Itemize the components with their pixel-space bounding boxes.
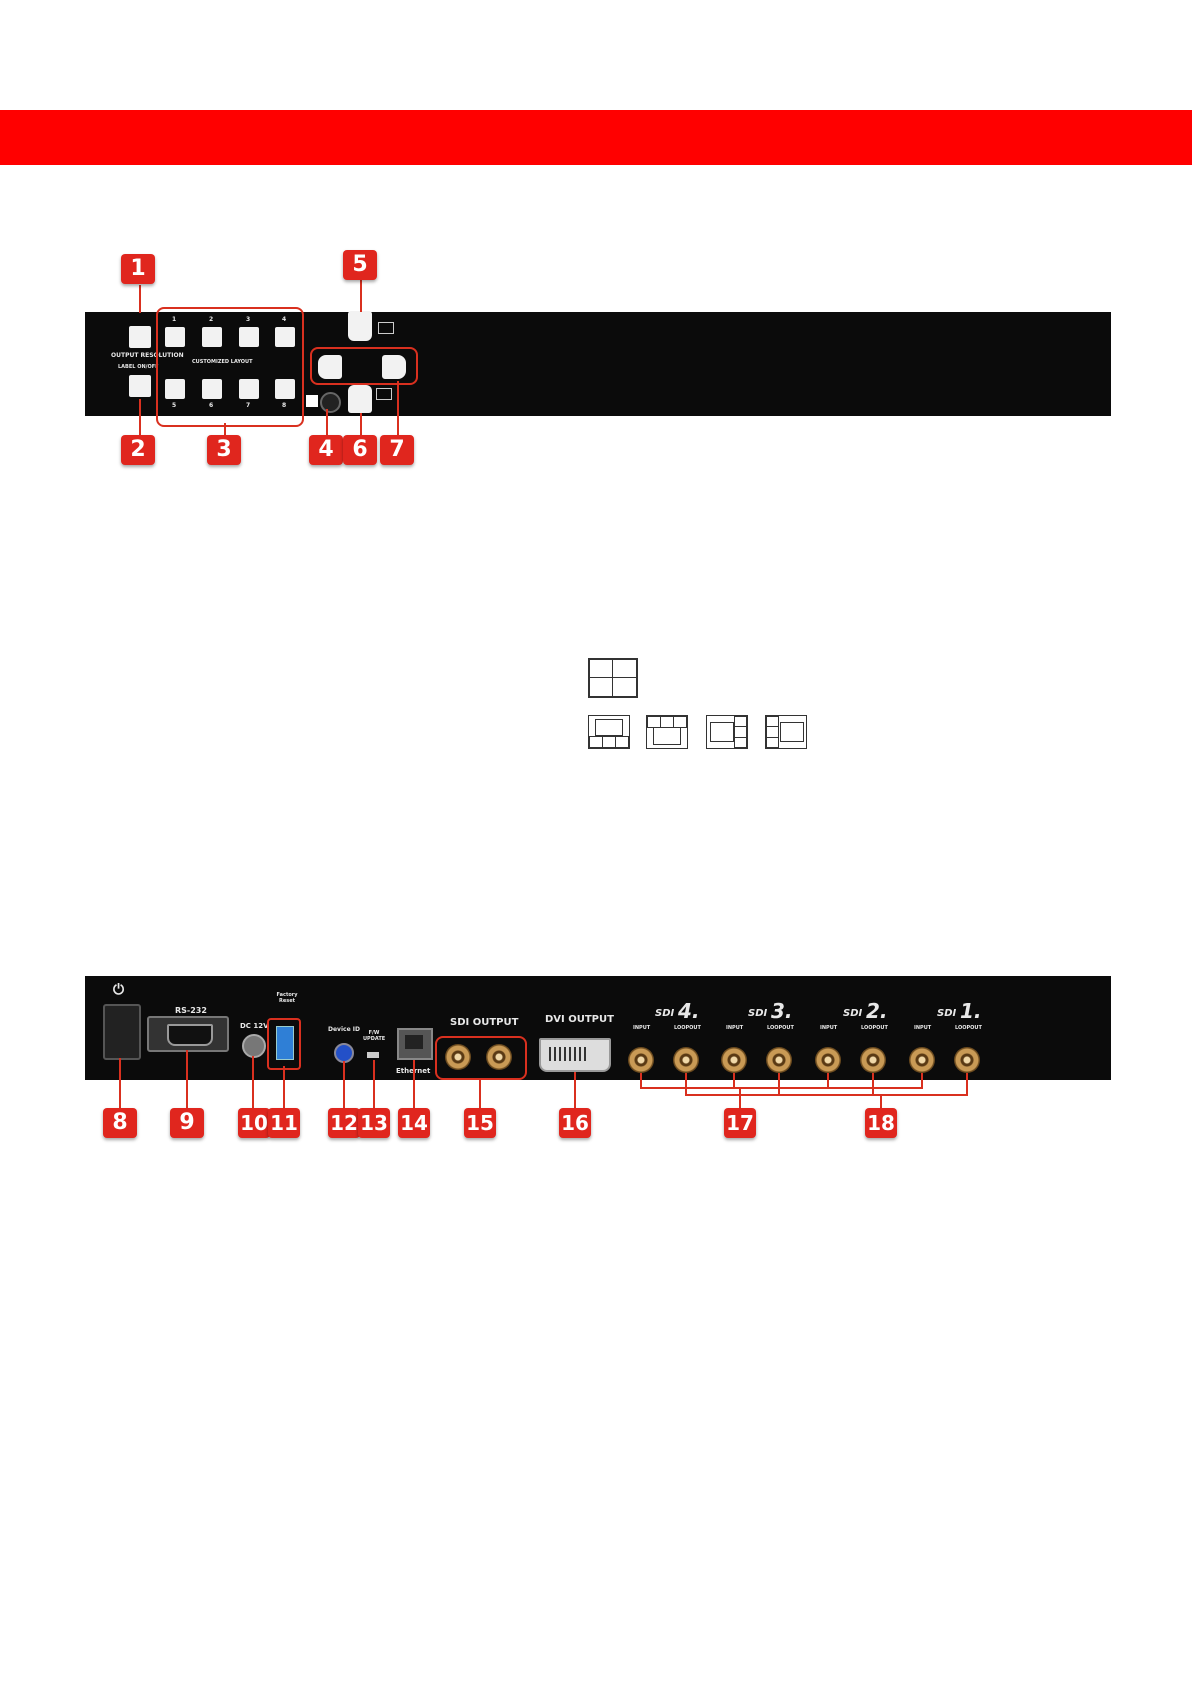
callout-14: 14 — [398, 1108, 430, 1138]
callout-3: 3 — [207, 435, 241, 465]
callout-6: 6 — [343, 435, 377, 465]
up-button[interactable] — [348, 311, 372, 341]
callout-box-7 — [310, 347, 418, 385]
callout-13: 13 — [358, 1108, 390, 1138]
sdi-3-loopout-bnc[interactable] — [766, 1047, 792, 1073]
power-switch[interactable] — [103, 1004, 141, 1060]
dvi-port[interactable] — [539, 1038, 611, 1072]
header-banner — [0, 110, 1192, 165]
callout-box-11 — [267, 1018, 301, 1070]
callout-2: 2 — [121, 435, 155, 465]
callout-8: 8 — [103, 1108, 137, 1138]
dvi-output-label: DVI OUTPUT — [545, 1014, 614, 1025]
down-icon — [376, 388, 392, 400]
label-on-off-label: LABEL ON/OFF — [118, 364, 159, 370]
callout-4: 4 — [309, 435, 343, 465]
label-on-off-button[interactable] — [129, 375, 151, 397]
ir-window — [306, 395, 318, 407]
factory-reset-label: Factory Reset — [272, 992, 302, 1004]
sdi-1-input-bnc[interactable] — [909, 1047, 935, 1073]
sdi-2-input-bnc[interactable] — [815, 1047, 841, 1073]
rs232-label: RS-232 — [175, 1006, 207, 1015]
up-icon — [378, 322, 394, 334]
layout-split-top-icon — [646, 715, 688, 749]
sdi-4-loopout-bnc[interactable] — [673, 1047, 699, 1073]
device-id-label: Device ID — [328, 1026, 360, 1033]
callout-box-15 — [435, 1036, 527, 1080]
ethernet-port[interactable] — [397, 1028, 433, 1060]
callout-12: 12 — [328, 1108, 360, 1138]
callout-10: 10 — [238, 1108, 270, 1138]
quad-layout-icon — [588, 658, 638, 698]
sdi-output-label: SDI OUTPUT — [450, 1017, 518, 1028]
ir-sensor — [320, 392, 341, 413]
layout-right-main-icon — [765, 715, 807, 749]
callout-box-3 — [156, 307, 304, 427]
down-button[interactable] — [348, 385, 372, 413]
dc-jack[interactable] — [242, 1034, 266, 1058]
callout-15: 15 — [464, 1108, 496, 1138]
callout-16: 16 — [559, 1108, 591, 1138]
callout-5: 5 — [343, 250, 377, 280]
sdi-4-input-bnc[interactable] — [628, 1047, 654, 1073]
power-symbol: ⏻ — [113, 982, 124, 998]
device-id-knob[interactable] — [334, 1043, 354, 1063]
rs232-port[interactable] — [147, 1016, 229, 1052]
dc-label: DC 12V — [240, 1022, 269, 1030]
callout-11: 11 — [268, 1108, 300, 1138]
sdi-2-loopout-bnc[interactable] — [860, 1047, 886, 1073]
callout-1: 1 — [121, 254, 155, 284]
layout-left-main-icon — [706, 715, 748, 749]
fw-update-port[interactable] — [367, 1052, 379, 1058]
sdi-3-input-bnc[interactable] — [721, 1047, 747, 1073]
layout-top-main-icon — [588, 715, 630, 749]
callout-7: 7 — [380, 435, 414, 465]
fw-update-label: F/W UPDATE — [363, 1030, 385, 1042]
callout-17: 17 — [724, 1108, 756, 1138]
sdi-1-loopout-bnc[interactable] — [954, 1047, 980, 1073]
output-resolution-button[interactable] — [129, 326, 151, 348]
callout-18: 18 — [865, 1108, 897, 1138]
callout-9: 9 — [170, 1108, 204, 1138]
